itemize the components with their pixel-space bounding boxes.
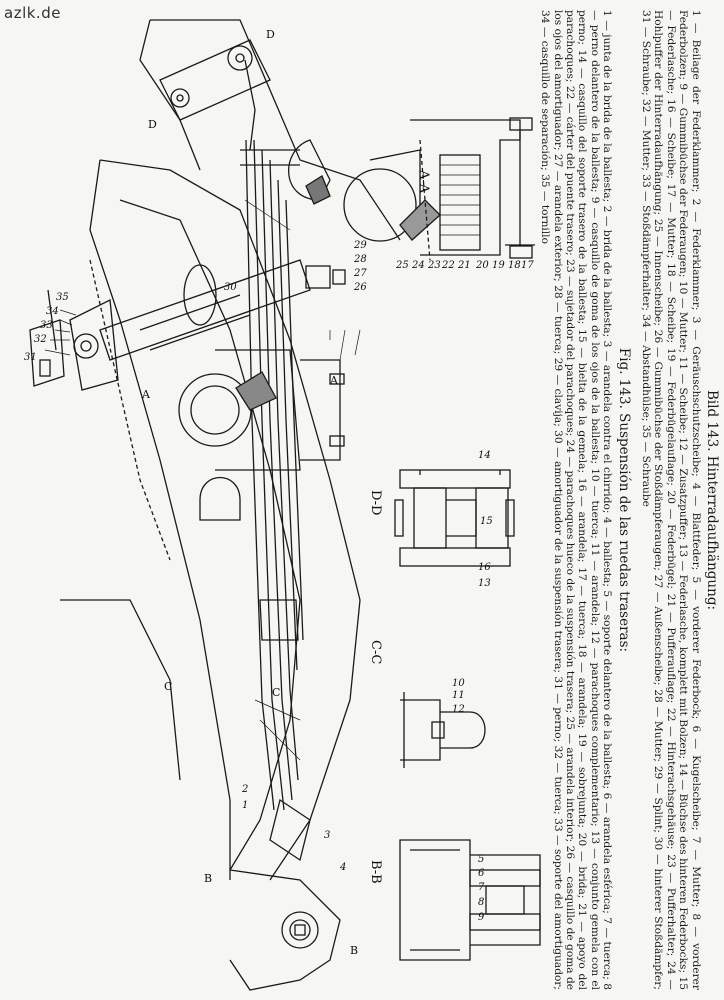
shock-bracket <box>29 289 119 391</box>
callout-3: 3 <box>324 830 330 841</box>
callout-29: 29 <box>353 240 367 251</box>
callout-15: 15 <box>480 516 493 527</box>
cut-marker-c-left: C <box>164 680 172 693</box>
bumper-pads <box>199 139 331 521</box>
section-label-cc: C-C <box>368 640 383 664</box>
cut-marker-a-right: A <box>329 374 339 387</box>
callout-7: 7 <box>478 882 485 893</box>
cut-marker-b-left: B <box>204 872 212 885</box>
callout-25: 25 <box>395 260 409 271</box>
callout-10: 10 <box>452 678 465 689</box>
callout-32: 32 <box>34 334 47 345</box>
leaf-spring <box>240 139 311 862</box>
callout-4: 4 <box>339 862 346 873</box>
callout-13: 13 <box>478 578 491 589</box>
section-aa <box>343 117 535 261</box>
section-bb <box>399 839 541 961</box>
cut-marker-a-left: A <box>141 388 151 401</box>
callout-22: 22 <box>441 260 455 271</box>
cut-marker-d-top: D <box>266 28 275 41</box>
callout-1: 1 <box>242 800 248 811</box>
callout-21: 21 <box>457 260 471 271</box>
callout-20: 20 <box>475 260 489 271</box>
callout-2: 2 <box>241 784 248 795</box>
callout-14: 14 <box>478 450 491 461</box>
cut-marker-c-right: C <box>272 686 280 699</box>
shackle-link <box>159 39 271 151</box>
callout-35: 35 <box>56 292 69 303</box>
callout-31: 31 <box>24 352 37 363</box>
callout-8: 8 <box>478 897 484 908</box>
callout-5: 5 <box>478 854 484 865</box>
section-dd <box>394 469 515 567</box>
callout-34: 34 <box>46 306 59 317</box>
callout-24: 24 <box>411 260 425 271</box>
section-label-bb: B-B <box>368 860 383 884</box>
callout-23: 23 <box>427 260 441 271</box>
callout-27: 27 <box>353 268 367 279</box>
callout-16: 16 <box>478 562 491 573</box>
callout-18: 18 <box>508 260 521 271</box>
callout-30: 30 <box>224 282 237 293</box>
chassis-frame <box>60 19 401 991</box>
legend-es: 1 — junta de la brida de la ballesta; 2 … <box>539 10 614 990</box>
caption-title-de: Bild 143. Hinterradaufhängung: <box>704 389 720 611</box>
callout-11: 11 <box>452 690 465 701</box>
callout-26: 26 <box>353 282 367 293</box>
callout-6: 6 <box>478 868 485 879</box>
cut-marker-b-right: B <box>350 944 358 957</box>
caption-title-es: Fig. 143. Suspensión de las ruedas trase… <box>615 347 632 653</box>
callout-leaders <box>44 199 361 761</box>
watermark-text: azlk.de <box>4 4 61 22</box>
legend-de: 1 — Beilage der Federklammer; 2 — Federk… <box>639 10 702 990</box>
callout-19: 19 <box>492 260 505 271</box>
section-label-aa: A-A <box>416 169 431 194</box>
callout-12: 12 <box>452 704 465 715</box>
callout-28: 28 <box>353 254 367 265</box>
axle-housing <box>178 349 345 471</box>
section-cc <box>400 692 486 768</box>
section-label-dd: D-D <box>368 490 383 515</box>
callout-17: 17 <box>521 260 534 271</box>
callout-9: 9 <box>478 912 485 923</box>
caption-block: Bild 143. Hinterradaufhängung: 1 — Beila… <box>484 0 724 1000</box>
front-spring-eye <box>281 911 319 949</box>
cut-marker-d-left: D <box>148 118 157 131</box>
callout-33: 33 <box>40 320 53 331</box>
